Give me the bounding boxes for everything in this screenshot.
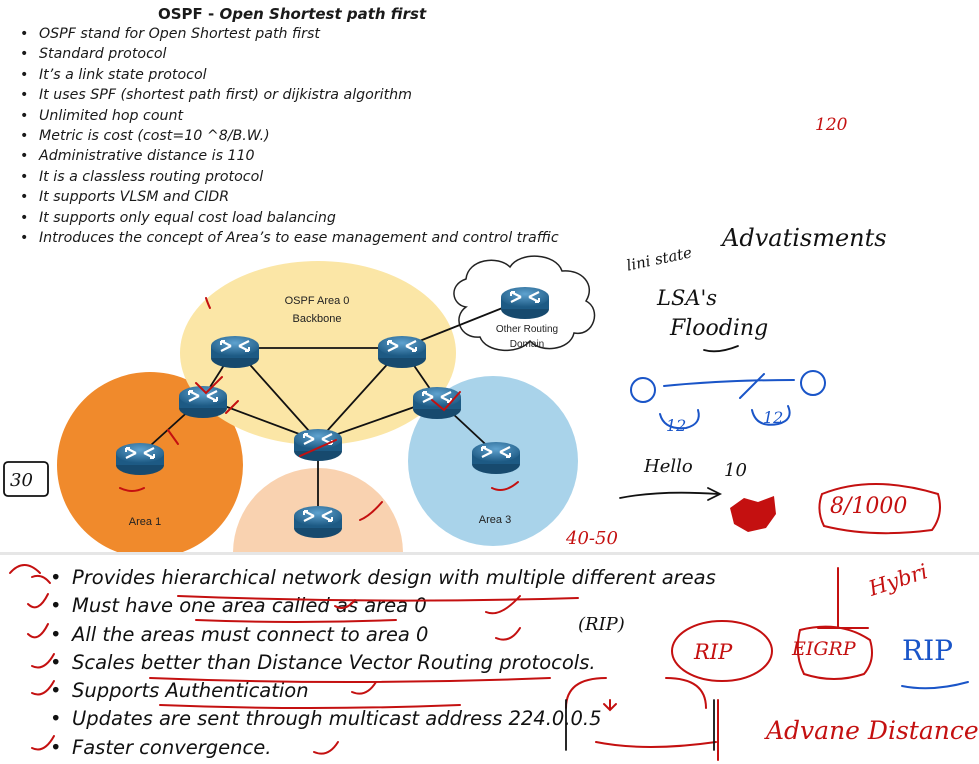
ospf-area-diagram <box>57 255 596 552</box>
list-item: It uses SPF (shortest path first) or dij… <box>18 85 559 105</box>
list-item: OSPF stand for Open Shortest path first <box>18 24 559 44</box>
annotation-flooding: Flooding <box>670 316 769 341</box>
router-icon <box>499 285 551 321</box>
annotation-advance-distance: Advane Distance <box>766 716 979 745</box>
list-item: It’s a link state protocol <box>18 65 559 85</box>
list-item: Scales better than Distance Vector Routi… <box>50 649 716 677</box>
annotation-hybrid: Hybri <box>865 559 931 601</box>
page-title: OSPF - Open Shortest path first <box>158 5 427 23</box>
annotation-rip-blue: RIP <box>902 634 953 667</box>
list-item: Updates are sent through multicast addre… <box>50 705 716 733</box>
backbone-label: Backbone <box>292 313 342 325</box>
router-icon <box>292 427 344 463</box>
annotation-lsa: LSA's <box>657 286 718 310</box>
router-icon <box>114 441 166 477</box>
list-item: Unlimited hop count <box>18 106 559 126</box>
area3-label: Area 3 <box>478 514 512 526</box>
router-icon <box>209 334 261 370</box>
list-item: Supports Authentication <box>50 677 716 705</box>
list-item: Metric is cost (cost=10 ^8/B.W.) <box>18 126 559 146</box>
annotation-rip-paren: (RIP) <box>578 614 625 635</box>
annotation-8-1000: 8/1000 <box>830 494 908 519</box>
section-divider <box>0 552 979 555</box>
list-item: Standard protocol <box>18 44 559 64</box>
area1-label: Area 1 <box>128 516 162 528</box>
annotation-link-state: lini state <box>624 243 694 275</box>
annotation-10: 10 <box>724 460 747 481</box>
annotation-12-right: 12 <box>763 408 784 427</box>
list-item: Administrative distance is 110 <box>18 146 559 166</box>
list-item: Faster convergence. <box>50 734 716 762</box>
ospf-area-benefits-list: Provides hierarchical network design wit… <box>50 564 716 762</box>
list-item: Introduces the concept of Area’s to ease… <box>18 228 559 248</box>
annotation-120: 120 <box>815 115 848 135</box>
annotation-40-50: 40-50 <box>566 528 618 549</box>
area0-label: OSPF Area 0 <box>284 295 350 307</box>
annotation-12-left: 12 <box>666 416 687 435</box>
list-item: All the areas must connect to area 0 <box>50 621 716 649</box>
annotation-eigrp: EIGRP <box>792 638 856 660</box>
annotation-rip-circled: RIP <box>694 640 733 664</box>
list-item: It supports only equal cost load balanci… <box>18 208 559 228</box>
ospf-features-list: OSPF stand for Open Shortest path first … <box>18 24 559 248</box>
router-icon <box>470 440 522 476</box>
list-item: It supports VLSM and CIDR <box>18 187 559 207</box>
annotation-advertisements: Advatisments <box>722 224 887 252</box>
list-item: It is a classless routing protocol <box>18 167 559 187</box>
router-icon <box>411 385 463 421</box>
other-domain-label-2: Domain <box>509 339 545 350</box>
other-domain-label: Other Routing <box>495 324 559 335</box>
annotation-boxed-30: 30 <box>10 470 33 491</box>
annotation-hello: Hello <box>644 456 693 477</box>
router-icon <box>376 334 428 370</box>
area0-region <box>180 261 456 445</box>
router-icon <box>292 504 344 540</box>
router-icon <box>177 384 229 420</box>
list-item: Provides hierarchical network design wit… <box>50 564 716 592</box>
